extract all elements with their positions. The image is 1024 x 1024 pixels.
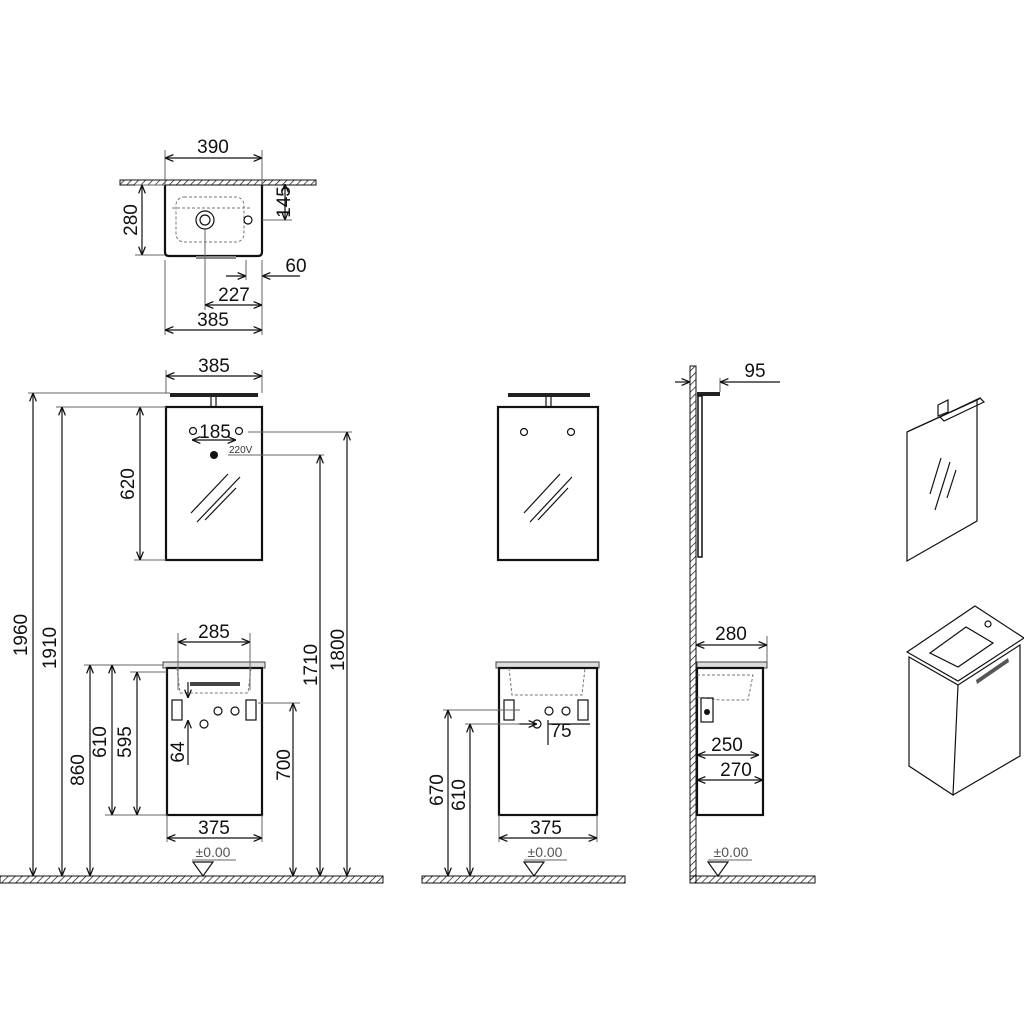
dim-280: 280 xyxy=(121,204,142,236)
iso-basin-top xyxy=(905,605,1024,682)
floor xyxy=(0,875,384,884)
dim-390: 390 xyxy=(197,137,229,158)
cabinet xyxy=(165,666,264,817)
front-view-2: 75 670 610 375 ±0.00 xyxy=(421,393,626,884)
mirror-side xyxy=(697,395,703,558)
dim-595: 595 xyxy=(115,726,136,758)
screw-icon xyxy=(188,426,198,436)
tap-hole-icon xyxy=(243,215,253,225)
level-label: ±0.00 xyxy=(528,844,563,860)
floor xyxy=(689,875,816,884)
dim-670: 670 xyxy=(427,774,448,806)
level-triangle-icon xyxy=(706,861,730,878)
dim-620: 620 xyxy=(118,468,139,500)
dim-610: 610 xyxy=(90,726,111,758)
drain-icon xyxy=(195,210,215,230)
dim-60: 60 xyxy=(285,256,306,277)
dim-700: 700 xyxy=(274,749,295,781)
dim-610: 610 xyxy=(449,779,470,811)
level-label: ±0.00 xyxy=(196,844,231,860)
dim-250: 250 xyxy=(711,735,743,756)
dim-270: 270 xyxy=(720,760,752,781)
side-view: 95 280 250 270 ±0.00 xyxy=(675,361,816,884)
level-triangle-icon xyxy=(191,861,215,878)
dim-185: 185 xyxy=(199,422,231,443)
dim-75: 75 xyxy=(550,721,571,742)
dim-95: 95 xyxy=(744,361,765,382)
dim-860: 860 xyxy=(68,754,89,786)
dim-375: 375 xyxy=(530,818,562,839)
front-view: 185 220V 385 620 285 64 375 ±0.00 xyxy=(0,356,384,884)
dim-1960: 1960 xyxy=(11,614,32,656)
socket-icon xyxy=(210,451,218,459)
level-triangle-icon xyxy=(522,861,546,878)
dim-385-mirror: 385 xyxy=(198,356,230,377)
mirror xyxy=(164,405,264,562)
isometric-view xyxy=(905,397,1024,797)
iso-mirror xyxy=(906,399,978,563)
handle xyxy=(976,658,1009,684)
wall-section xyxy=(119,179,317,186)
top-view: 390 280 145 60 227 385 xyxy=(119,137,317,335)
basin-bowl xyxy=(175,196,245,243)
mirror xyxy=(496,405,600,562)
dim-227: 227 xyxy=(218,285,250,306)
level-label: ±0.00 xyxy=(714,844,749,860)
dim-280: 280 xyxy=(715,624,747,645)
dim-385-top: 385 xyxy=(197,310,229,331)
dim-1710: 1710 xyxy=(301,644,322,686)
dim-64: 64 xyxy=(168,741,189,763)
cabinet-side xyxy=(695,666,765,817)
dim-285: 285 xyxy=(198,622,230,643)
dim-1800: 1800 xyxy=(328,629,349,671)
screw-icon xyxy=(234,426,244,436)
dim-145: 145 xyxy=(274,186,295,218)
wall-section xyxy=(689,365,697,884)
dim-1910: 1910 xyxy=(40,627,61,669)
iso-cabinet-left xyxy=(908,655,959,797)
floor xyxy=(421,875,626,884)
cabinet xyxy=(497,666,599,817)
voltage-label: 220V xyxy=(229,445,253,456)
dim-375: 375 xyxy=(198,818,230,839)
